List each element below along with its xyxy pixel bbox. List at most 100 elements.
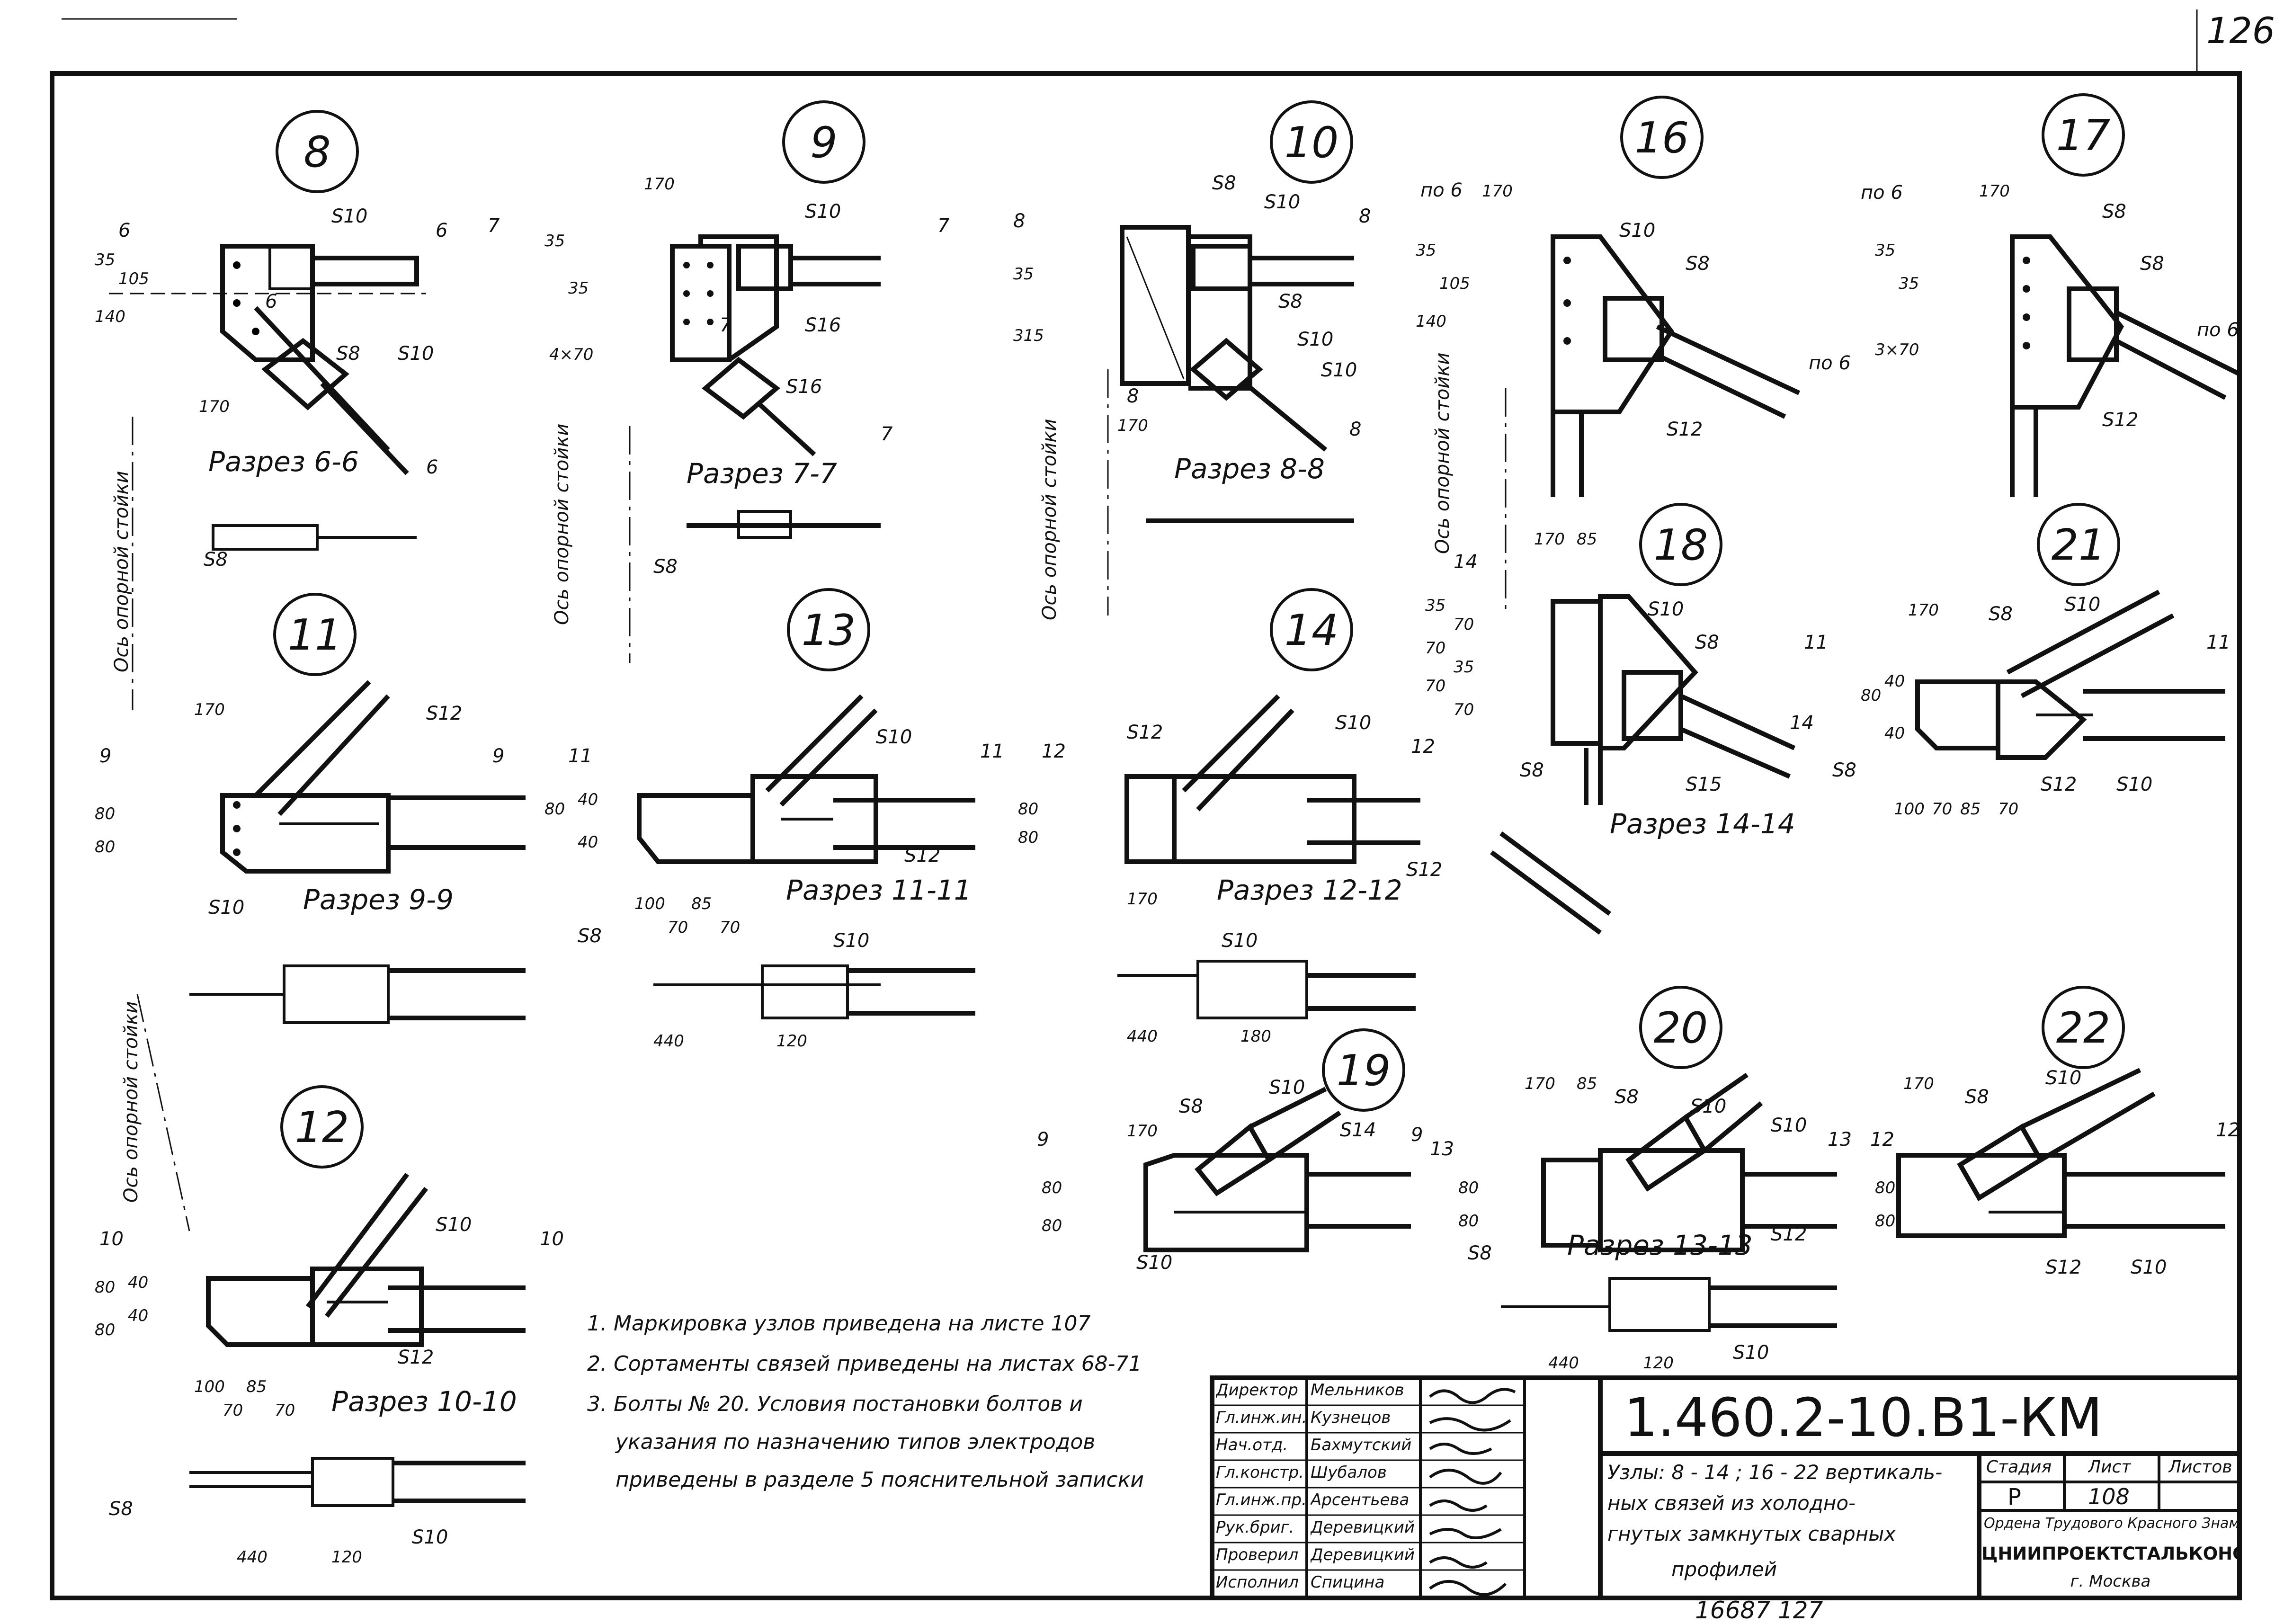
svg-text:70: 70	[223, 1401, 243, 1420]
node-22: 22 S8 S10 S12 S10 12 12 170 80 80	[1870, 986, 2240, 1278]
role-2: Нач.отд.	[1216, 1436, 1288, 1454]
svg-text:S10: S10	[1321, 359, 1357, 381]
svg-text:S10: S10	[1771, 1115, 1807, 1136]
svg-text:Ось опорной стойки: Ось опорной стойки	[111, 471, 133, 672]
svg-text:S10: S10	[1690, 1096, 1726, 1117]
svg-text:S8: S8	[653, 556, 678, 578]
svg-text:10: 10	[540, 1228, 564, 1250]
svg-text:70: 70	[1998, 800, 2018, 819]
svg-text:S8: S8	[1212, 172, 1236, 194]
svg-text:S15: S15	[1686, 774, 1722, 795]
drawing-code: 1.460.2-10.В1-КМ	[1624, 1387, 2103, 1449]
svg-text:S8: S8	[1686, 253, 1710, 275]
svg-text:9: 9	[99, 745, 111, 767]
bottom-numbers: 16687 127	[1695, 1597, 1823, 1624]
svg-text:S10: S10	[876, 726, 912, 748]
svg-text:21: 21	[2052, 520, 2106, 570]
svg-text:80: 80	[1875, 1212, 1895, 1231]
svg-text:6: 6	[118, 220, 130, 241]
svg-text:85: 85	[1577, 530, 1597, 549]
svg-text:S8: S8	[2140, 253, 2164, 275]
svg-text:170: 170	[1127, 890, 1158, 909]
svg-text:120: 120	[331, 1548, 362, 1567]
node-14: 14 Разрез 12-12 S12 S10 S12 S10 12 12 80…	[1018, 588, 1442, 1046]
svg-text:S12: S12	[2041, 774, 2077, 795]
svg-text:Разрез 10-10: Разрез 10-10	[331, 1385, 517, 1418]
svg-text:85: 85	[1577, 1074, 1597, 1093]
svg-text:12: 12	[2216, 1119, 2240, 1141]
node-16: 16 S10 S8 S12 по 6 по 6 170 35 105 140	[1416, 96, 1851, 497]
svg-text:35: 35	[1875, 241, 1895, 260]
svg-text:12: 12	[1042, 741, 1066, 762]
svg-text:7: 7	[937, 215, 950, 237]
org-city: г. Москва	[2070, 1572, 2151, 1591]
node-17: 17 S8 S8 S12 по 6 по 6 170 35 35 3×70	[1861, 93, 2241, 497]
svg-text:S12: S12	[2045, 1257, 2081, 1278]
svg-text:40: 40	[1884, 724, 1905, 743]
svg-text:14: 14	[1285, 606, 1339, 655]
svg-text:170: 170	[199, 397, 230, 416]
svg-text:70: 70	[1454, 700, 1474, 719]
svg-text:440: 440	[237, 1548, 268, 1567]
name-2: Бахмутский	[1311, 1436, 1412, 1454]
axis-labels: Ось опорной стойки Ось опорной стойки Ос…	[111, 352, 1507, 1231]
description-line-1: Узлы: 8 - 14 ; 16 - 22 вертикаль-	[1607, 1461, 1943, 1484]
svg-text:80: 80	[1018, 800, 1038, 819]
svg-text:80: 80	[1458, 1212, 1479, 1231]
svg-text:S8: S8	[109, 1498, 133, 1520]
svg-text:S8: S8	[1832, 759, 1856, 781]
svg-text:Разрез 12-12: Разрез 12-12	[1217, 874, 1402, 906]
svg-text:S8: S8	[1695, 632, 1719, 653]
svg-text:85: 85	[1960, 800, 1981, 819]
svg-text:S10: S10	[1619, 220, 1655, 241]
stage-value: Р	[2007, 1484, 2021, 1510]
svg-text:S8: S8	[578, 925, 602, 947]
svg-text:S8: S8	[1179, 1096, 1203, 1117]
svg-text:85: 85	[691, 894, 712, 913]
name-3: Шубалов	[1311, 1463, 1387, 1482]
svg-text:Разрез 9-9: Разрез 9-9	[303, 883, 454, 916]
name-0: Мельников	[1311, 1381, 1404, 1400]
svg-text:S10: S10	[1222, 930, 1258, 952]
svg-text:4×70: 4×70	[549, 345, 593, 364]
svg-text:6: 6	[426, 456, 438, 478]
svg-text:S8: S8	[204, 549, 228, 571]
svg-text:Ось опорной стойки: Ось опорной стойки	[1432, 352, 1454, 554]
svg-text:85: 85	[246, 1377, 267, 1396]
svg-text:70: 70	[720, 918, 740, 937]
svg-text:7: 7	[881, 423, 893, 445]
svg-text:S12: S12	[1771, 1223, 1807, 1245]
svg-text:3×70: 3×70	[1875, 340, 1919, 359]
svg-text:Разрез 8-8: Разрез 8-8	[1174, 453, 1325, 485]
svg-text:S10: S10	[2045, 1067, 2081, 1089]
svg-text:80: 80	[1458, 1178, 1479, 1197]
svg-text:S12: S12	[426, 703, 462, 724]
node-18: 18 Разрез 14-14 S10 S8 S15 S8 14 14 170 …	[1425, 503, 1814, 935]
svg-text:80: 80	[1042, 1178, 1062, 1197]
node-13: 13 Разрез 11-11 S10 S12 S10 S8 11 11 100…	[544, 588, 1004, 1051]
svg-text:11: 11	[1804, 632, 1828, 653]
svg-text:100: 100	[634, 894, 665, 913]
node-21: 21 S8 S10 S12 S10 S8 11 11 170 100 70 85…	[1804, 503, 2231, 819]
svg-text:8: 8	[1127, 385, 1139, 407]
svg-text:S14: S14	[1340, 1119, 1376, 1141]
svg-text:170: 170	[1979, 182, 2010, 201]
svg-text:S16: S16	[805, 314, 841, 336]
svg-text:S10: S10	[2116, 774, 2152, 795]
svg-text:по 6: по 6	[1861, 182, 1903, 204]
svg-text:70: 70	[1932, 800, 1952, 819]
svg-text:S10: S10	[1733, 1342, 1769, 1364]
svg-text:105: 105	[118, 269, 149, 288]
svg-text:S10: S10	[208, 897, 244, 919]
node-11: 11 Разрез 9-9 S12 S10 9 9 170 80 80	[95, 593, 526, 1024]
svg-text:S12: S12	[904, 845, 940, 866]
svg-text:19: 19	[1337, 1046, 1391, 1096]
svg-text:120: 120	[776, 1032, 807, 1051]
svg-text:6: 6	[436, 220, 447, 241]
svg-text:315: 315	[1013, 326, 1044, 345]
svg-text:80: 80	[95, 1321, 115, 1339]
signatures	[1429, 1388, 1516, 1596]
svg-text:80: 80	[95, 1278, 115, 1297]
svg-text:80: 80	[95, 838, 115, 857]
svg-text:Ось опорной стойки: Ось опорной стойки	[120, 1001, 142, 1203]
